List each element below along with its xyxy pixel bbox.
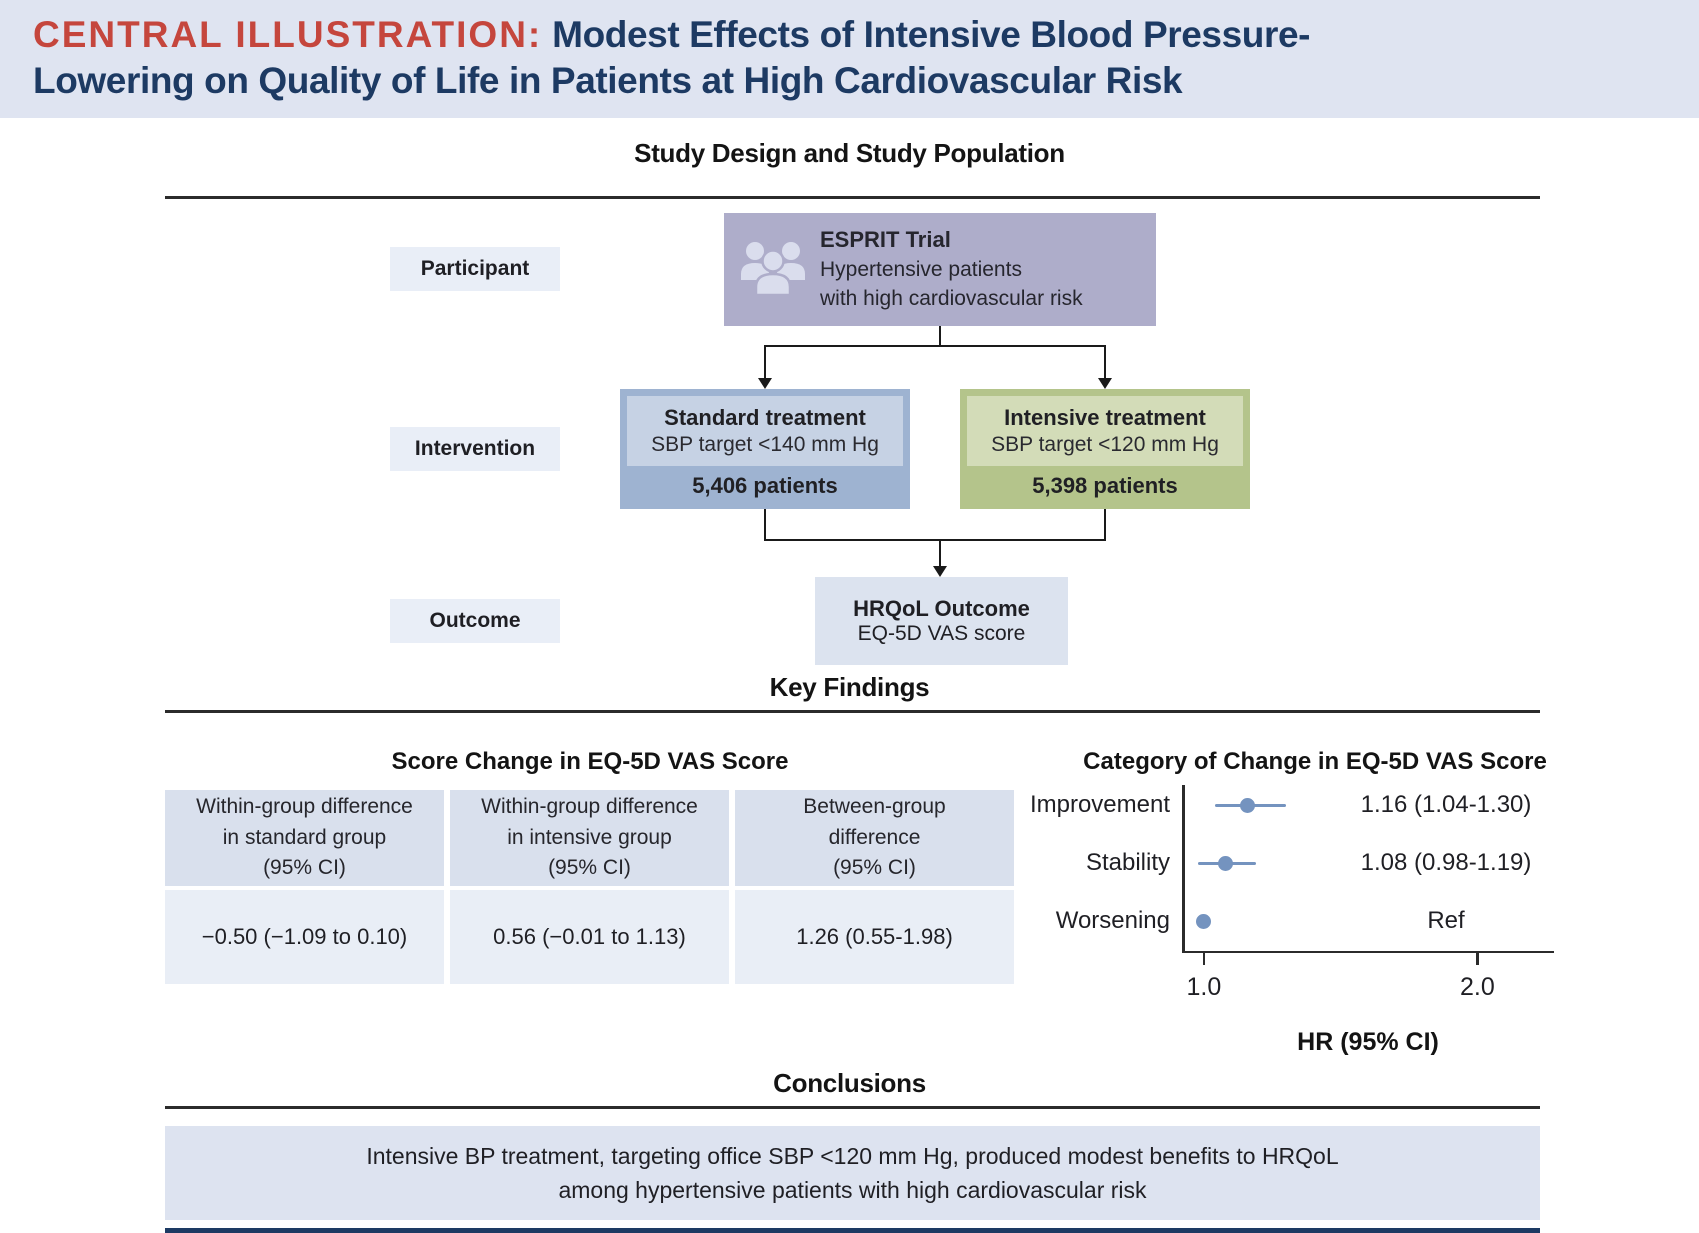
connector-line — [764, 345, 766, 380]
connector-line — [764, 345, 1106, 347]
connector-line — [1104, 345, 1106, 380]
forest-value-label: 1.16 (1.04-1.30) — [1360, 791, 1532, 818]
row-label-participant: Participant — [390, 247, 560, 291]
outcome-title: HRQoL Outcome — [853, 596, 1030, 621]
esprit-trial-box: ESPRIT Trial Hypertensive patients with … — [724, 213, 1156, 326]
forest-category-label: Improvement — [1029, 791, 1170, 818]
x-axis-label: HR (95% CI) — [1297, 1028, 1439, 1056]
hazard-ratio-point — [1196, 913, 1212, 929]
arrowhead-down-icon — [933, 566, 947, 577]
people-group-icon — [740, 238, 806, 301]
connector-line — [939, 541, 941, 567]
section-rule-middle — [165, 710, 1540, 713]
bottom-accent-bar — [165, 1228, 1540, 1233]
arm-title: Standard treatment — [664, 405, 866, 431]
connector-line — [764, 509, 766, 541]
table-header-cell: Within-group difference in intensive gro… — [450, 790, 729, 886]
arrowhead-down-icon — [758, 378, 772, 389]
x-axis-line — [1182, 950, 1554, 953]
connector-line — [939, 326, 941, 346]
arm-patients: 5,406 patients — [692, 473, 838, 498]
standard-treatment-box: Standard treatment SBP target <140 mm Hg… — [620, 389, 910, 509]
forest-category-label: Stability — [1085, 849, 1170, 876]
row-label-outcome: Outcome — [390, 599, 560, 643]
section-rule-top — [165, 196, 1540, 199]
connector-line — [1104, 509, 1106, 541]
hrqol-outcome-box: HRQoL Outcome EQ-5D VAS score — [815, 577, 1068, 665]
table-header-cell: Between-group difference (95% CI) — [735, 790, 1014, 886]
section-heading-study-design: Study Design and Study Population — [634, 138, 1065, 168]
score-table-title: Score Change in EQ-5D VAS Score — [391, 748, 789, 775]
x-axis-tick-label: 2.0 — [1460, 973, 1495, 1001]
arm-patients: 5,398 patients — [1032, 473, 1178, 498]
figure-title-line2: Lowering on Quality of Life in Patients … — [33, 59, 1183, 101]
section-rule-bottom — [165, 1106, 1540, 1109]
trial-description: Hypertensive patients with high cardiova… — [820, 257, 1083, 310]
forest-category-label: Worsening — [1055, 907, 1170, 934]
x-axis-tick — [1202, 953, 1206, 965]
y-axis-line — [1182, 785, 1185, 953]
forest-value-label: 1.08 (0.98-1.19) — [1360, 849, 1532, 876]
section-heading-key-findings: Key Findings — [769, 672, 930, 702]
forest-value-labels: 1.16 (1.04-1.30) 1.08 (0.98-1.19) Ref — [1330, 785, 1562, 953]
arm-title: Intensive treatment — [1004, 405, 1206, 431]
figure-title-line1: Modest Effects of Intensive Blood Pressu… — [552, 14, 1311, 55]
central-illustration-label: CENTRAL ILLUSTRATION: — [33, 14, 543, 55]
hazard-ratio-point — [1240, 797, 1256, 813]
arm-target: SBP target <120 mm Hg — [991, 432, 1219, 456]
table-value-cell: 1.26 (0.55-1.98) — [735, 890, 1014, 984]
forest-value-label: Ref — [1427, 907, 1465, 934]
intensive-treatment-box: Intensive treatment SBP target <120 mm H… — [960, 389, 1250, 509]
arm-target: SBP target <140 mm Hg — [651, 432, 879, 456]
standard-treatment-inner: Standard treatment SBP target <140 mm Hg — [627, 396, 903, 466]
x-axis-tick — [1476, 953, 1479, 965]
table-value-cell: −0.50 (−1.09 to 0.10) — [165, 890, 444, 984]
table-header-cell: Within-group difference in standard grou… — [165, 790, 444, 886]
conclusion-box: Intensive BP treatment, targeting office… — [165, 1126, 1540, 1220]
figure-title: CENTRAL ILLUSTRATION: Modest Effects of … — [0, 0, 1699, 104]
connector-line — [764, 539, 1106, 541]
trial-name: ESPRIT Trial — [820, 227, 951, 253]
row-label-intervention: Intervention — [390, 427, 560, 471]
forest-plot-area: 1.0 2.0 — [1182, 785, 1554, 1001]
table-value-cell: 0.56 (−0.01 to 1.13) — [450, 890, 729, 984]
section-heading-conclusions: Conclusions — [773, 1068, 926, 1098]
header-band: CENTRAL ILLUSTRATION: Modest Effects of … — [0, 0, 1699, 118]
trial-text: ESPRIT Trial Hypertensive patients with … — [820, 225, 1083, 313]
outcome-measure: EQ-5D VAS score — [857, 622, 1026, 645]
forest-plot-title: Category of Change in EQ-5D VAS Score — [1083, 748, 1547, 775]
x-axis-tick-label: 1.0 — [1186, 973, 1222, 1001]
hazard-ratio-point — [1218, 855, 1234, 871]
arrowhead-down-icon — [1098, 378, 1112, 389]
intensive-treatment-inner: Intensive treatment SBP target <120 mm H… — [967, 396, 1243, 466]
